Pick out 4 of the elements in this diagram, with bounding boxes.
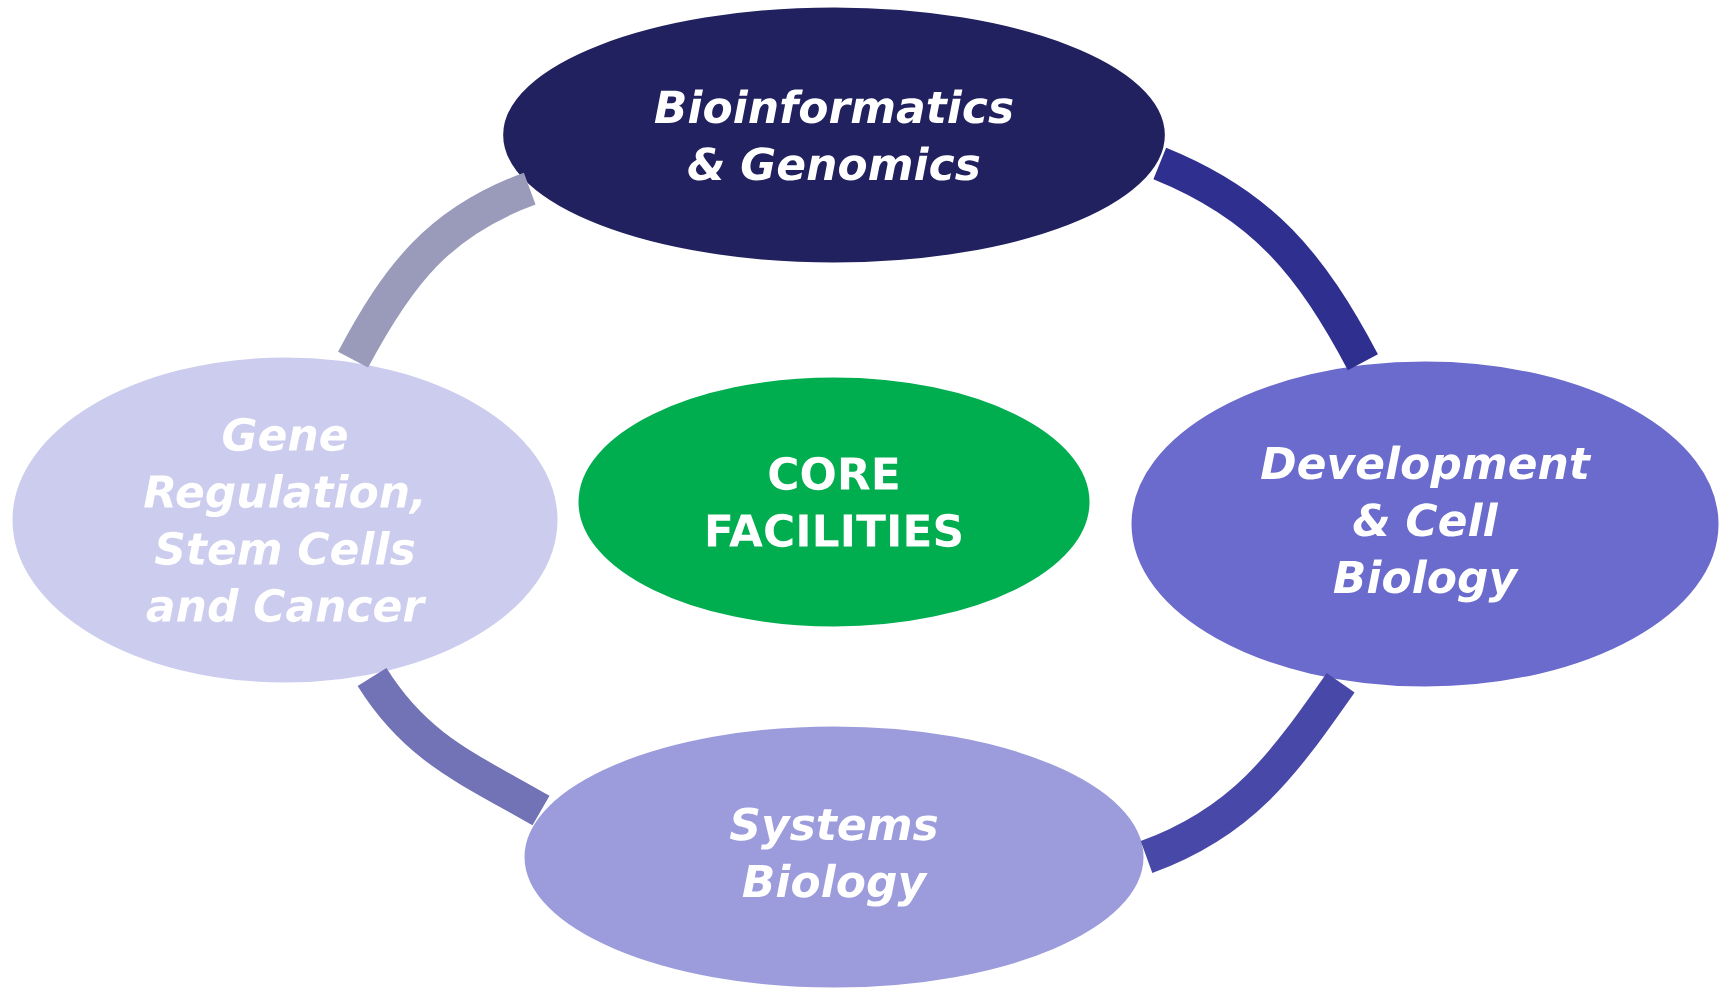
ring-band — [1140, 672, 1355, 873]
ring-band — [338, 172, 537, 368]
ring-band — [357, 667, 550, 826]
ring-band — [1152, 147, 1378, 371]
